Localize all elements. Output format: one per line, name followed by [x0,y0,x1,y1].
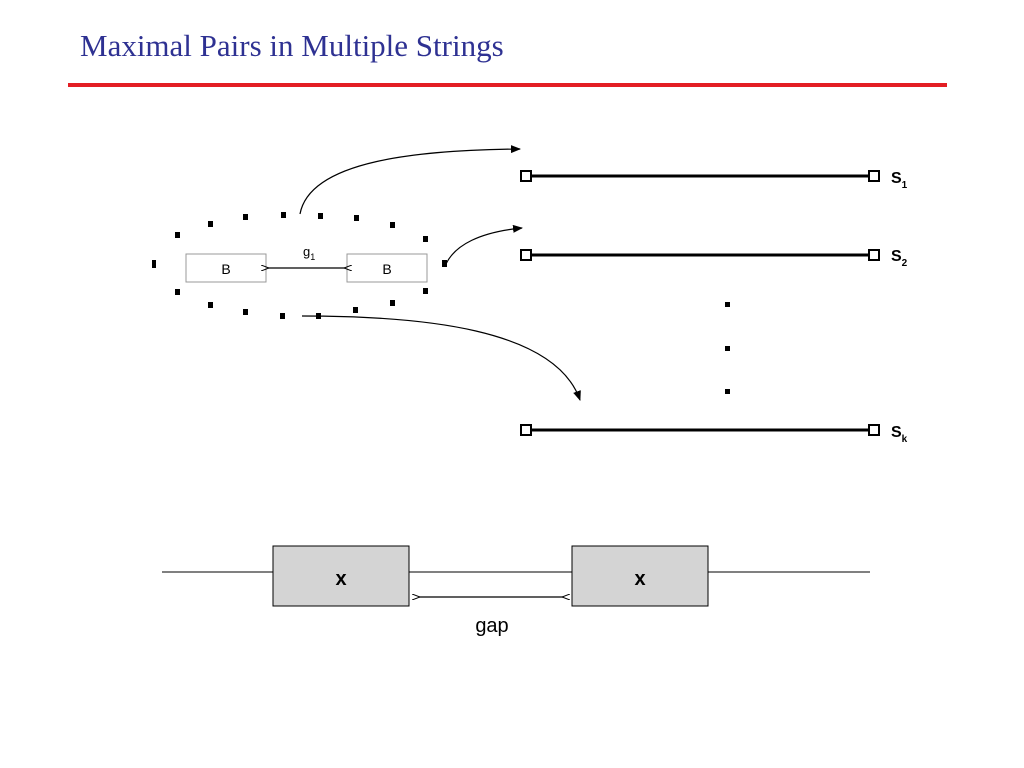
arrow-to-s2 [445,224,523,265]
pair-dotted-ellipse [152,212,447,319]
svg-text:x: x [634,568,645,590]
pair-right-block: B [346,253,428,283]
arrow-to-sk [301,315,581,401]
string-sk-label: Sk [891,424,908,445]
gap-right-block: x [571,545,709,607]
pair-gap-label: g1 [303,244,315,262]
svg-text:B: B [382,261,391,277]
string-s1-label: S1 [891,170,908,191]
title-rule [68,83,947,87]
vertical-ellipsis [725,302,730,394]
string-sk: Sk [520,424,908,445]
svg-text:B: B [221,261,230,277]
string-s2-label: S2 [891,248,908,269]
arrow-to-s1 [299,145,521,215]
gap-label: gap [475,615,508,637]
string-s1: S1 [520,170,908,191]
pair-left-block: B [185,253,267,283]
gap-diagram: x x gap [162,545,870,637]
gap-left-block: x [272,545,410,607]
string-s2: S2 [520,248,908,269]
svg-text:x: x [335,568,346,590]
slide-title: Maximal Pairs in Multiple Strings [80,28,504,63]
